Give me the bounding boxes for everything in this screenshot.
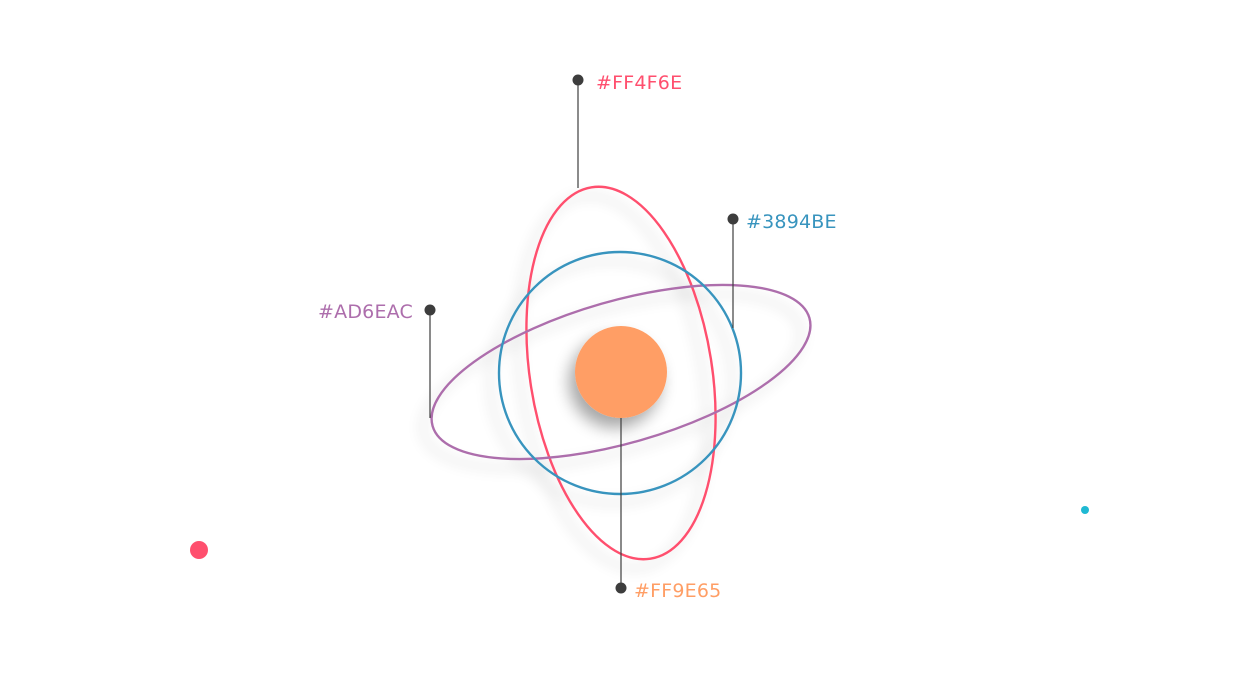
pointer-dot-red [572,74,584,86]
orbit-red [525,185,717,561]
pointer-dot-blue [727,213,739,225]
pointer-dot-orange [615,582,627,594]
label-orange: #FF9E65 [634,580,721,602]
label-blue: #3894BE [746,211,837,233]
nucleus-orange [575,326,667,418]
label-purple: #AD6EAC [318,301,413,323]
decorative-dot-teal [1081,506,1089,514]
decorative-dot-red [190,541,208,559]
orbit-purple [430,283,812,461]
pointer-dot-purple [424,304,436,316]
label-red: #FF4F6E [596,72,682,94]
orbit-blue [497,250,743,496]
